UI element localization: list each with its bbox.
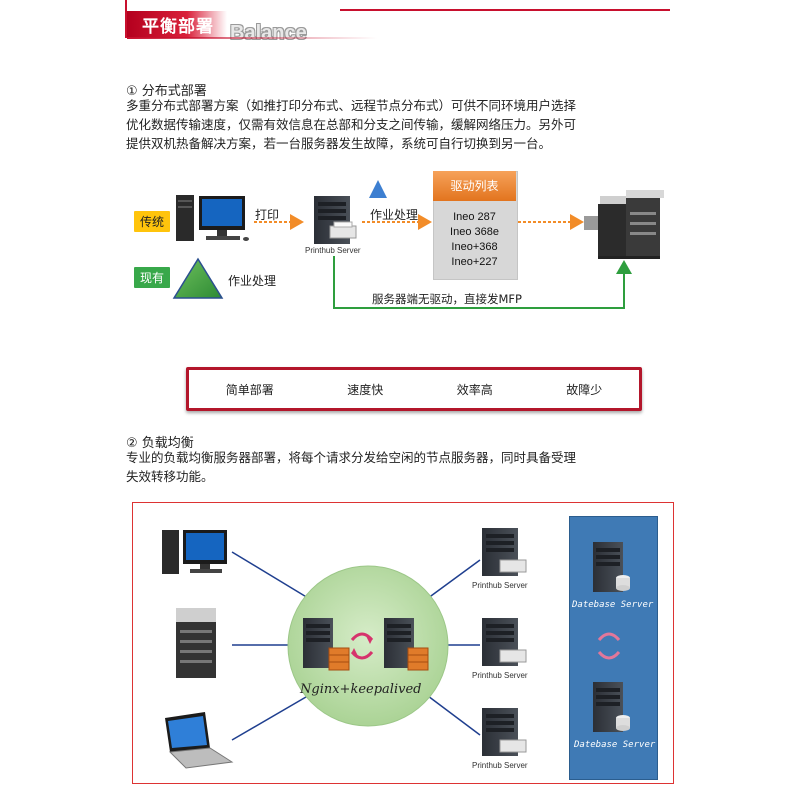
printhub-server-icon bbox=[482, 708, 527, 756]
job-label-bottom: 作业处理 bbox=[228, 274, 277, 288]
printhub-server-icon bbox=[482, 618, 527, 666]
printhub-server-icon bbox=[314, 196, 357, 244]
print-label: 打印 bbox=[255, 208, 280, 222]
load-balance-frame bbox=[132, 502, 674, 784]
header-banner bbox=[127, 11, 227, 38]
driver-list-title: 驱动列表 bbox=[433, 171, 516, 201]
driver-item: Ineo 368e bbox=[450, 226, 499, 238]
header-top-rule bbox=[340, 9, 670, 11]
section2-line: 专业的负载均衡服务器部署，将每个请求分发给空闲的节点服务器，同时具备受理 bbox=[126, 450, 577, 465]
desktop-computer-icon bbox=[176, 195, 249, 241]
job-triangle-large-icon bbox=[172, 257, 224, 299]
section2-title: ② 负载均衡 bbox=[126, 436, 194, 451]
mfp-printer-icon bbox=[176, 608, 216, 678]
nginx-server-icon bbox=[384, 618, 429, 671]
section1-title: ① 分布式部署 bbox=[126, 84, 207, 99]
traditional-tag: 传统 bbox=[134, 211, 171, 232]
feature-item: 速度快 bbox=[347, 382, 384, 397]
section2-line: 失效转移功能。 bbox=[126, 469, 214, 484]
server-label: Printhub Server bbox=[305, 246, 361, 255]
server-label: Printhub Server bbox=[472, 761, 528, 770]
sync-arrows-icon bbox=[597, 632, 621, 660]
mfp-printer-icon bbox=[584, 190, 664, 259]
database-server-icon bbox=[593, 542, 630, 592]
database-server-icon bbox=[593, 682, 630, 732]
sync-arrows-icon bbox=[350, 632, 374, 660]
printhub-server-icon bbox=[482, 528, 527, 576]
section1-paragraph: 多重分布式部署方案（如推打印分布式、远程节点分布式）可供不同环境用户选择 优化数… bbox=[126, 96, 596, 153]
feature-item: 简单部署 bbox=[225, 382, 274, 397]
database-label: Datebase Server bbox=[574, 740, 656, 750]
laptop-icon bbox=[165, 712, 234, 769]
section2-paragraph: 专业的负载均衡服务器部署，将每个请求分发给空闲的节点服务器，同时具备受理 失效转… bbox=[126, 448, 596, 486]
feature-item: 效率高 bbox=[456, 382, 493, 397]
load-balancer-circle bbox=[287, 565, 449, 727]
job-triangle-icon bbox=[369, 180, 387, 198]
server-label: Printhub Server bbox=[472, 581, 528, 590]
job-label-top: 作业处理 bbox=[370, 208, 419, 222]
database-label: Datebase Server bbox=[572, 600, 654, 610]
desktop-computer-icon bbox=[162, 530, 227, 574]
nginx-server-icon bbox=[303, 618, 350, 671]
header-bottom-rule bbox=[127, 37, 377, 39]
page-title: 平衡部署 bbox=[142, 17, 214, 37]
database-graphics bbox=[593, 542, 630, 732]
driver-item: Ineo+368 bbox=[451, 241, 498, 253]
current-tag: 现有 bbox=[134, 267, 171, 288]
feature-item: 故障少 bbox=[566, 382, 603, 397]
server-label: Printhub Server bbox=[472, 671, 528, 680]
direct-send-path bbox=[333, 256, 632, 309]
driver-item: Ineo 287 bbox=[453, 211, 496, 223]
section1-line: 提供双机热备解决方案，若一台服务器发生故障，系统可自行切换到另一台。 bbox=[126, 136, 552, 151]
header-left-rule bbox=[125, 0, 127, 38]
feature-bar: 简单部署 速度快 效率高 故障少 bbox=[186, 367, 642, 411]
section1-line: 优化数据传输速度，仅需有效信息在总部和分支之间传输，缓解网络压力。另外可 bbox=[126, 117, 577, 132]
direct-send-label: 服务器端无驱动，直接发MFP bbox=[372, 292, 522, 306]
load-balancer-label: Nginx+keepalived bbox=[300, 682, 422, 697]
driver-item: Ineo+227 bbox=[451, 256, 498, 268]
section1-line: 多重分布式部署方案（如推打印分布式、远程节点分布式）可供不同环境用户选择 bbox=[126, 98, 577, 113]
